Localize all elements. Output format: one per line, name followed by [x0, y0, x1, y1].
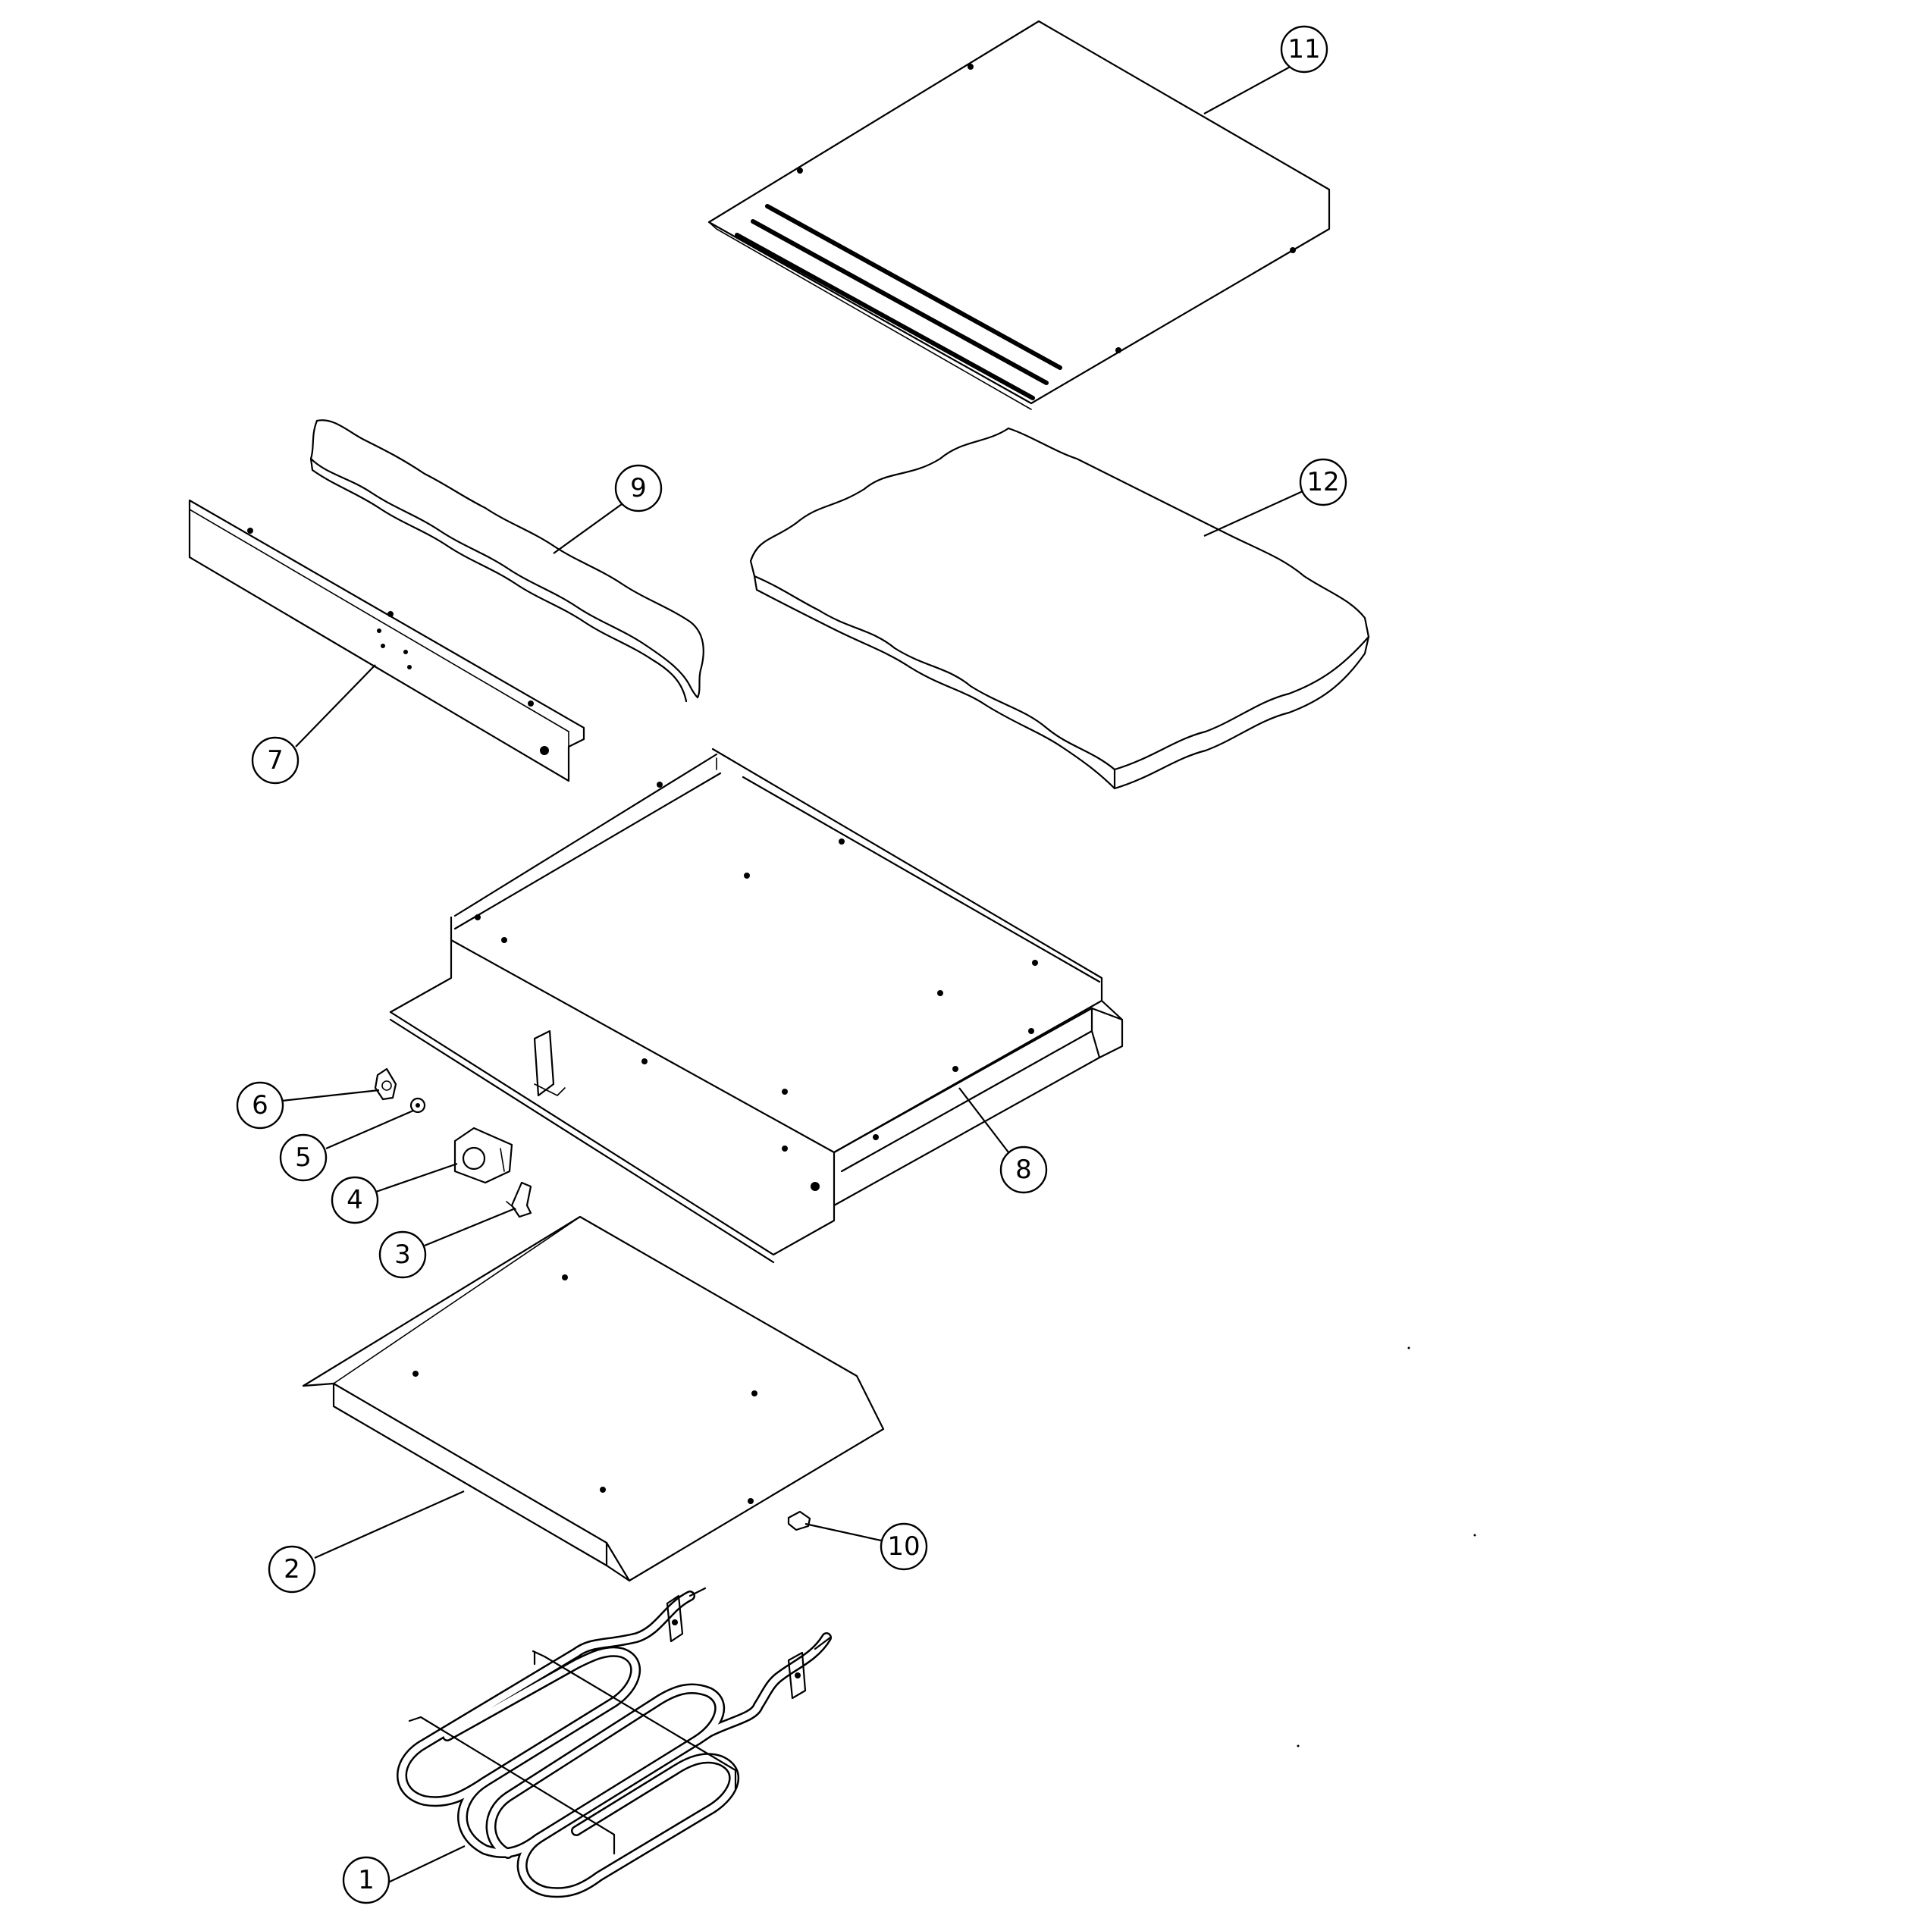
part-11-top-cover	[707, 20, 1331, 410]
part-2-element-cover	[302, 1215, 885, 1582]
stray-mark	[1407, 1346, 1410, 1349]
part-8-oven-top-frame	[389, 748, 1124, 1264]
callout-label: 12	[1306, 467, 1339, 497]
callout-label: 3	[394, 1240, 411, 1270]
callout-3: 3	[378, 1230, 427, 1279]
callout-label: 9	[630, 473, 647, 503]
callout-7: 7	[251, 736, 300, 785]
callout-label: 11	[1287, 34, 1320, 64]
callout-6: 6	[236, 1081, 284, 1130]
callout-label: 10	[887, 1531, 920, 1562]
part-7-trim-bracket	[188, 499, 585, 782]
part-4-thermostat	[453, 1127, 513, 1184]
callout-5: 5	[279, 1133, 328, 1182]
callout-label: 8	[1015, 1155, 1032, 1185]
callout-label: 4	[347, 1185, 363, 1215]
leader-lines	[281, 58, 1305, 1884]
callout-label: 2	[284, 1554, 300, 1584]
callout-label: 1	[358, 1865, 375, 1895]
callout-11: 11	[1280, 25, 1328, 74]
callout-4: 4	[331, 1176, 379, 1224]
callout-2: 2	[268, 1545, 316, 1594]
part-9-insulation-strip	[309, 419, 704, 703]
callout-label: 6	[252, 1090, 268, 1120]
stray-mark	[1473, 1534, 1476, 1537]
vent-slots	[735, 204, 1062, 400]
part-3-terminal	[506, 1181, 532, 1218]
callout-label: 7	[267, 745, 284, 776]
part-6-switch	[374, 1067, 397, 1101]
part-10-sensor	[787, 1510, 811, 1531]
callout-9: 9	[614, 464, 663, 512]
callout-label: 5	[295, 1142, 312, 1173]
callout-8: 8	[999, 1146, 1048, 1194]
part-1-heating-element	[397, 1587, 832, 1898]
callout-1: 1	[342, 1856, 390, 1904]
callout-12: 12	[1299, 458, 1347, 506]
part-12-insulation-blanket	[749, 427, 1370, 790]
stray-mark	[1297, 1744, 1300, 1747]
callout-10: 10	[880, 1522, 928, 1571]
part-5-knob	[409, 1097, 426, 1114]
